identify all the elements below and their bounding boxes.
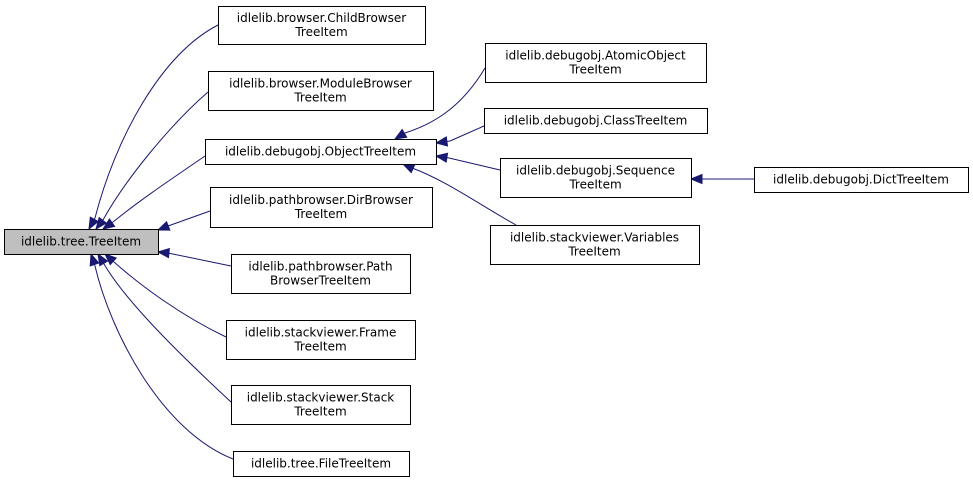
- arrowhead-icon: [89, 252, 100, 267]
- arrowhead-icon: [393, 128, 408, 140]
- arrowhead-icon: [156, 220, 171, 231]
- edge-line: [112, 155, 206, 223]
- node-label: TreeItem: [293, 91, 346, 105]
- node-box[interactable]: [754, 167, 969, 193]
- edge-dir_browser-to-tree_item: [156, 210, 211, 231]
- edge-dict_tree-to-sequence_tree: [689, 173, 754, 185]
- edge-file_tree-to-tree_item: [89, 252, 234, 460]
- node-box[interactable]: [208, 71, 434, 111]
- node-label: idlelib.debugobj.DictTreeItem: [773, 173, 949, 187]
- node-label: TreeItem: [294, 25, 347, 39]
- edge-line: [448, 157, 501, 171]
- node-box[interactable]: [484, 108, 708, 134]
- arrowhead-icon: [97, 252, 109, 267]
- edge-object_tree-to-tree_item: [101, 155, 206, 230]
- node-box[interactable]: [4, 229, 159, 255]
- node-label: idlelib.tree.FileTreeItem: [251, 457, 391, 471]
- edge-stack_tree-to-tree_item: [97, 252, 232, 403]
- node-label: idlelib.debugobj.AtomicObject: [505, 49, 686, 63]
- node-label: idlelib.pathbrowser.Path: [248, 260, 392, 274]
- node-label: idlelib.browser.ModuleBrowser: [229, 77, 412, 91]
- node-label: idlelib.tree.TreeItem: [21, 235, 141, 249]
- edge-class_tree-to-object_tree: [434, 125, 485, 147]
- node-file_tree[interactable]: idlelib.tree.FileTreeItem: [233, 451, 410, 477]
- node-class_tree[interactable]: idlelib.debugobj.ClassTreeItem: [484, 108, 708, 134]
- edge-line: [449, 125, 485, 142]
- node-box[interactable]: [231, 254, 411, 294]
- node-box[interactable]: [490, 225, 700, 265]
- node-tree_item[interactable]: idlelib.tree.TreeItem: [4, 229, 159, 255]
- edge-line: [94, 265, 234, 460]
- edge-path_browser-to-tree_item: [156, 247, 232, 267]
- node-label: TreeItem: [293, 340, 346, 354]
- node-label: TreeItem: [568, 63, 621, 77]
- arrowhead-icon: [401, 163, 416, 174]
- edge-child_browser-to-tree_item: [88, 24, 219, 231]
- arrowhead-icon: [689, 173, 703, 185]
- node-label: BrowserTreeItem: [270, 274, 371, 288]
- node-label: idlelib.pathbrowser.DirBrowser: [229, 193, 413, 207]
- edge-line: [411, 167, 517, 226]
- node-label: idlelib.stackviewer.Stack: [247, 391, 395, 405]
- arrowhead-icon: [88, 216, 100, 231]
- node-box[interactable]: [231, 385, 411, 425]
- node-label: TreeItem: [567, 245, 620, 259]
- edge-line: [103, 263, 232, 403]
- node-box[interactable]: [210, 187, 433, 228]
- node-dict_tree[interactable]: idlelib.debugobj.DictTreeItem: [754, 167, 969, 193]
- node-box[interactable]: [218, 6, 426, 45]
- edge-line: [94, 24, 219, 219]
- edge-line: [404, 67, 486, 134]
- node-label: idlelib.debugobj.Sequence: [516, 164, 675, 178]
- node-box[interactable]: [205, 139, 437, 165]
- edge-line: [113, 261, 227, 338]
- node-label: idlelib.browser.ChildBrowser: [237, 11, 406, 25]
- node-box[interactable]: [226, 320, 416, 360]
- arrowhead-icon: [156, 247, 170, 259]
- edge-frame_tree-to-tree_item: [104, 253, 227, 338]
- arrowhead-icon: [434, 152, 449, 163]
- edge-line: [167, 210, 211, 227]
- node-label: TreeItem: [568, 178, 621, 192]
- node-label: TreeItem: [294, 207, 347, 221]
- node-box[interactable]: [500, 158, 692, 198]
- edge-atomic_object-to-object_tree: [393, 67, 486, 140]
- node-box[interactable]: [233, 451, 410, 477]
- edge-sequence_tree-to-object_tree: [434, 152, 501, 171]
- edge-line: [102, 91, 209, 221]
- arrowhead-icon: [95, 216, 108, 231]
- node-label: idlelib.debugobj.ClassTreeItem: [504, 114, 688, 128]
- node-label: idlelib.debugobj.ObjectTreeItem: [225, 145, 416, 159]
- node-label: idlelib.stackviewer.Frame: [245, 326, 397, 340]
- arrowhead-icon: [104, 253, 118, 266]
- arrowhead-icon: [101, 218, 116, 230]
- node-label: idlelib.stackviewer.Variables: [510, 231, 679, 245]
- edges-layer: [88, 24, 754, 460]
- nodes-layer: idlelib.tree.TreeItem idlelib.browser.Chi…: [4, 6, 969, 477]
- edge-module_browser-to-tree_item: [95, 91, 209, 231]
- arrowhead-icon: [434, 136, 449, 147]
- edge-line: [167, 252, 232, 267]
- node-box[interactable]: [485, 43, 707, 83]
- node-object_tree[interactable]: idlelib.debugobj.ObjectTreeItem: [205, 139, 437, 165]
- node-label: TreeItem: [293, 405, 346, 419]
